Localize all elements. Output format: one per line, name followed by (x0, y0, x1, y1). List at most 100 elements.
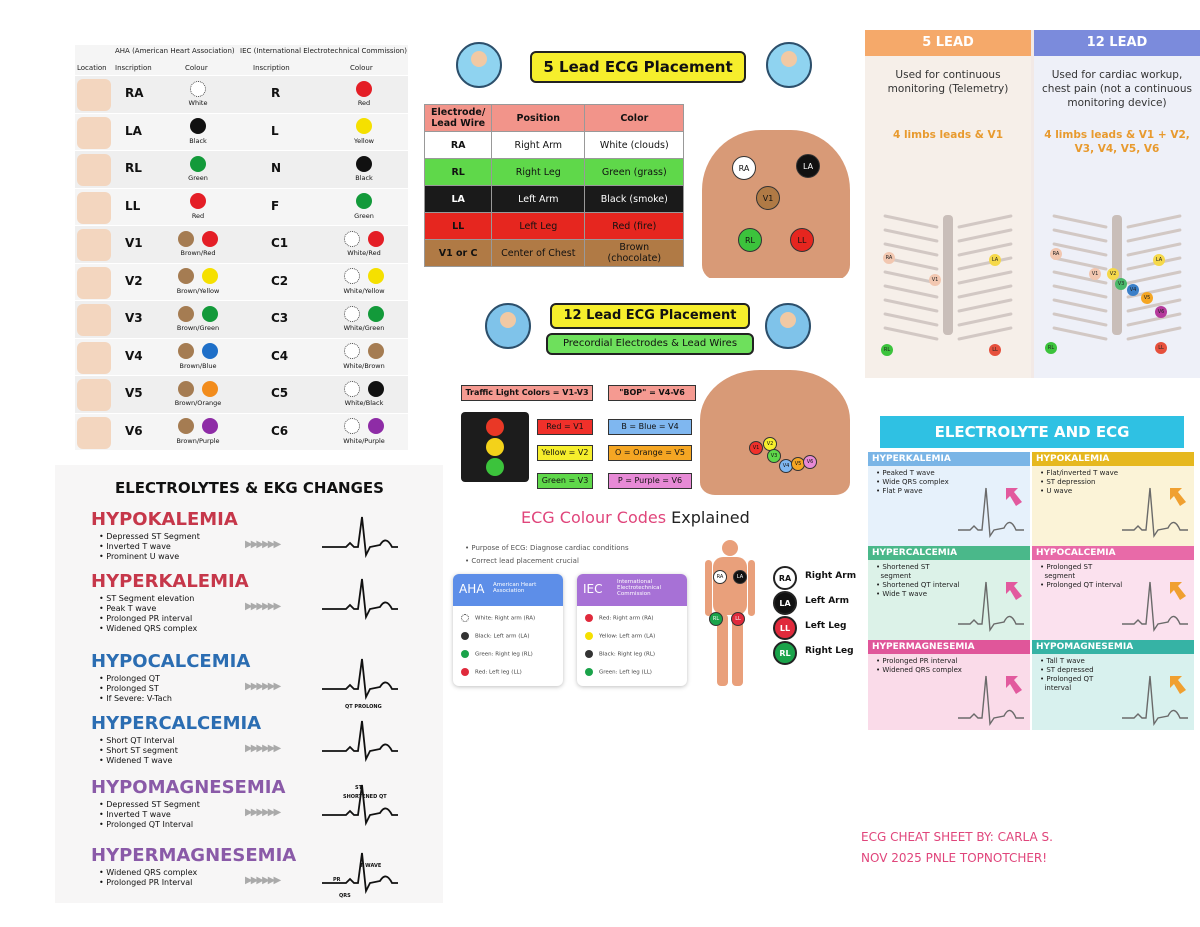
electrode-la: LA (1153, 254, 1165, 266)
color-dot-icon (202, 305, 218, 322)
aha-colour: Red (173, 191, 223, 220)
col-inscription-iec: Inscription (253, 64, 290, 72)
electrolyte-cell: HYPERMAGNESEMIA• Prolonged PR interval •… (868, 640, 1030, 730)
body-location-icon (77, 304, 111, 336)
iec-inscription: F (271, 198, 280, 213)
ekg-waveform-icon (322, 516, 398, 559)
nurse-avatar-icon (485, 303, 531, 349)
iec-inscription: C2 (271, 273, 289, 288)
aha-inscription: LL (125, 198, 141, 213)
five-lead-leads: 4 limbs leads & V1 (893, 129, 1003, 141)
electrolyte-heading: HYPERMAGNESEMIA (91, 845, 297, 866)
color-dot-icon (190, 118, 206, 134)
electrolyte-bullets: • Short QT Interval • Short ST segment •… (99, 736, 178, 765)
placement-bullet: • Correct lead placement crucial (465, 557, 579, 565)
iec-inscription: C4 (271, 348, 289, 363)
color-tag: B = Blue = V4 (608, 419, 692, 435)
colour-item-label: Red: Right arm (RA) (599, 615, 654, 622)
iec-colour-item: Black: Right leg (RL) (585, 650, 655, 658)
twelve-lead-panel: 12 Lead ECG Placement Precordial Electro… (445, 295, 853, 495)
iec-colour-item: Yellow: Left arm (LA) (585, 632, 655, 640)
ekg-waveform-icon (1122, 487, 1188, 539)
iec-inscription: R (271, 86, 281, 100)
color-dot-icon (368, 343, 384, 359)
aha-colour-label: Brown/Red (180, 249, 216, 257)
cell-bullets: • Tall T wave • ST depressed • Prolonged… (1040, 657, 1094, 692)
iec-inscription: C3 (271, 311, 289, 325)
footer-credit: ECG CHEAT SHEET BY: CARLA S. (861, 830, 1053, 844)
arrow-icon: ▶▶▶▶▶▶ (245, 743, 281, 754)
waveform-note: PR (333, 877, 341, 883)
waveform-note: QRS (339, 893, 351, 899)
aha-inscription: V3 (125, 311, 143, 325)
aha-colour: Brown/Blue (173, 341, 223, 370)
body-location-icon (77, 191, 111, 224)
electrode-ra: RA (883, 252, 895, 264)
legend-badge: LA (773, 591, 797, 615)
body-location-icon (77, 79, 111, 111)
color-dot-icon (461, 650, 469, 658)
nurse-avatar-icon (765, 303, 811, 349)
cell-heading: HYPOKALEMIA (1032, 452, 1194, 466)
body-electrode: RA (713, 570, 727, 584)
footer-tagline: NOV 2025 PNLE TOPNOTCHER! (861, 851, 1048, 865)
electrolyte-bullets: • Prolonged QT • Prolonged ST • If Sever… (99, 674, 172, 703)
color-dot-icon (368, 380, 384, 397)
color-tag: P = Purple = V6 (608, 473, 692, 489)
aha-colour-label: Brown/Purple (176, 436, 220, 445)
electrolyte-heading: HYPOCALCEMIA (91, 651, 251, 672)
aha-colour-item: Green: Right leg (RL) (461, 650, 533, 658)
color-dot-icon (202, 343, 218, 359)
colour-item-label: White: Right arm (RA) (475, 615, 536, 622)
iec-colour-item: Green: Left leg (LL) (585, 668, 652, 676)
electrolytes-ekg-panel: ELECTROLYTES & EKG CHANGES HYPOKALEMIA• … (55, 465, 443, 903)
traffic-light-icon (461, 412, 529, 482)
aha-inscription: V2 (125, 273, 143, 288)
colour-item-label: Green: Left leg (LL) (599, 669, 652, 676)
electrode-ra: RA (732, 156, 756, 180)
aha-colour: Brown/Red (173, 228, 223, 257)
color-cell: White (clouds) (584, 131, 685, 159)
color-cell: Red (fire) (584, 212, 685, 240)
iec-inscription: L (271, 123, 279, 138)
color-dot-icon (461, 614, 469, 622)
aha-colour-item: Red: Left leg (LL) (461, 668, 522, 676)
iec-colour: White/Purple (337, 416, 391, 445)
electrode-la: LA (796, 154, 820, 178)
col-colour-iec: Colour (350, 64, 373, 72)
aha-colour-label: Black (189, 136, 207, 145)
color-dot-icon (202, 380, 218, 397)
ekg-waveform-icon (322, 784, 398, 827)
cell-bullets: • Shortened ST segment • Shortened QT in… (876, 563, 960, 598)
color-dot-icon (178, 305, 194, 322)
position-cell: Left Leg (491, 212, 586, 240)
iec-colour: Red (337, 78, 391, 107)
electrolytes-ekg-title: ELECTROLYTES & EKG CHANGES (115, 479, 384, 497)
color-cell: Green (grass) (584, 158, 685, 186)
color-dot-icon (356, 80, 372, 97)
iec-colour: White/Black (337, 378, 391, 407)
aha-colour: Green (173, 153, 223, 182)
body-location-icon (77, 266, 111, 299)
color-dot-icon (461, 668, 469, 676)
colour-item-label: Yellow: Left arm (LA) (599, 633, 656, 640)
color-cell: Black (smoke) (584, 185, 685, 213)
five-lead-column: 5 LEAD Used for continuous monitoring (T… (865, 30, 1031, 378)
aha-colour: White (173, 78, 223, 107)
color-dot-icon (178, 343, 194, 359)
cell-heading: HYPERMAGNESEMIA (868, 640, 1030, 654)
wire-cell: LA (423, 185, 493, 213)
color-dot-icon (368, 230, 384, 247)
aha-colour-label: Brown/Yellow (176, 286, 220, 295)
iec-colour-label: Black (355, 174, 373, 182)
nurse-avatar-icon (456, 42, 502, 88)
body-location-icon (77, 379, 111, 411)
aha-colour-label: Brown/Orange (174, 399, 222, 407)
aha-colour-item: Black: Left arm (LA) (461, 632, 529, 640)
